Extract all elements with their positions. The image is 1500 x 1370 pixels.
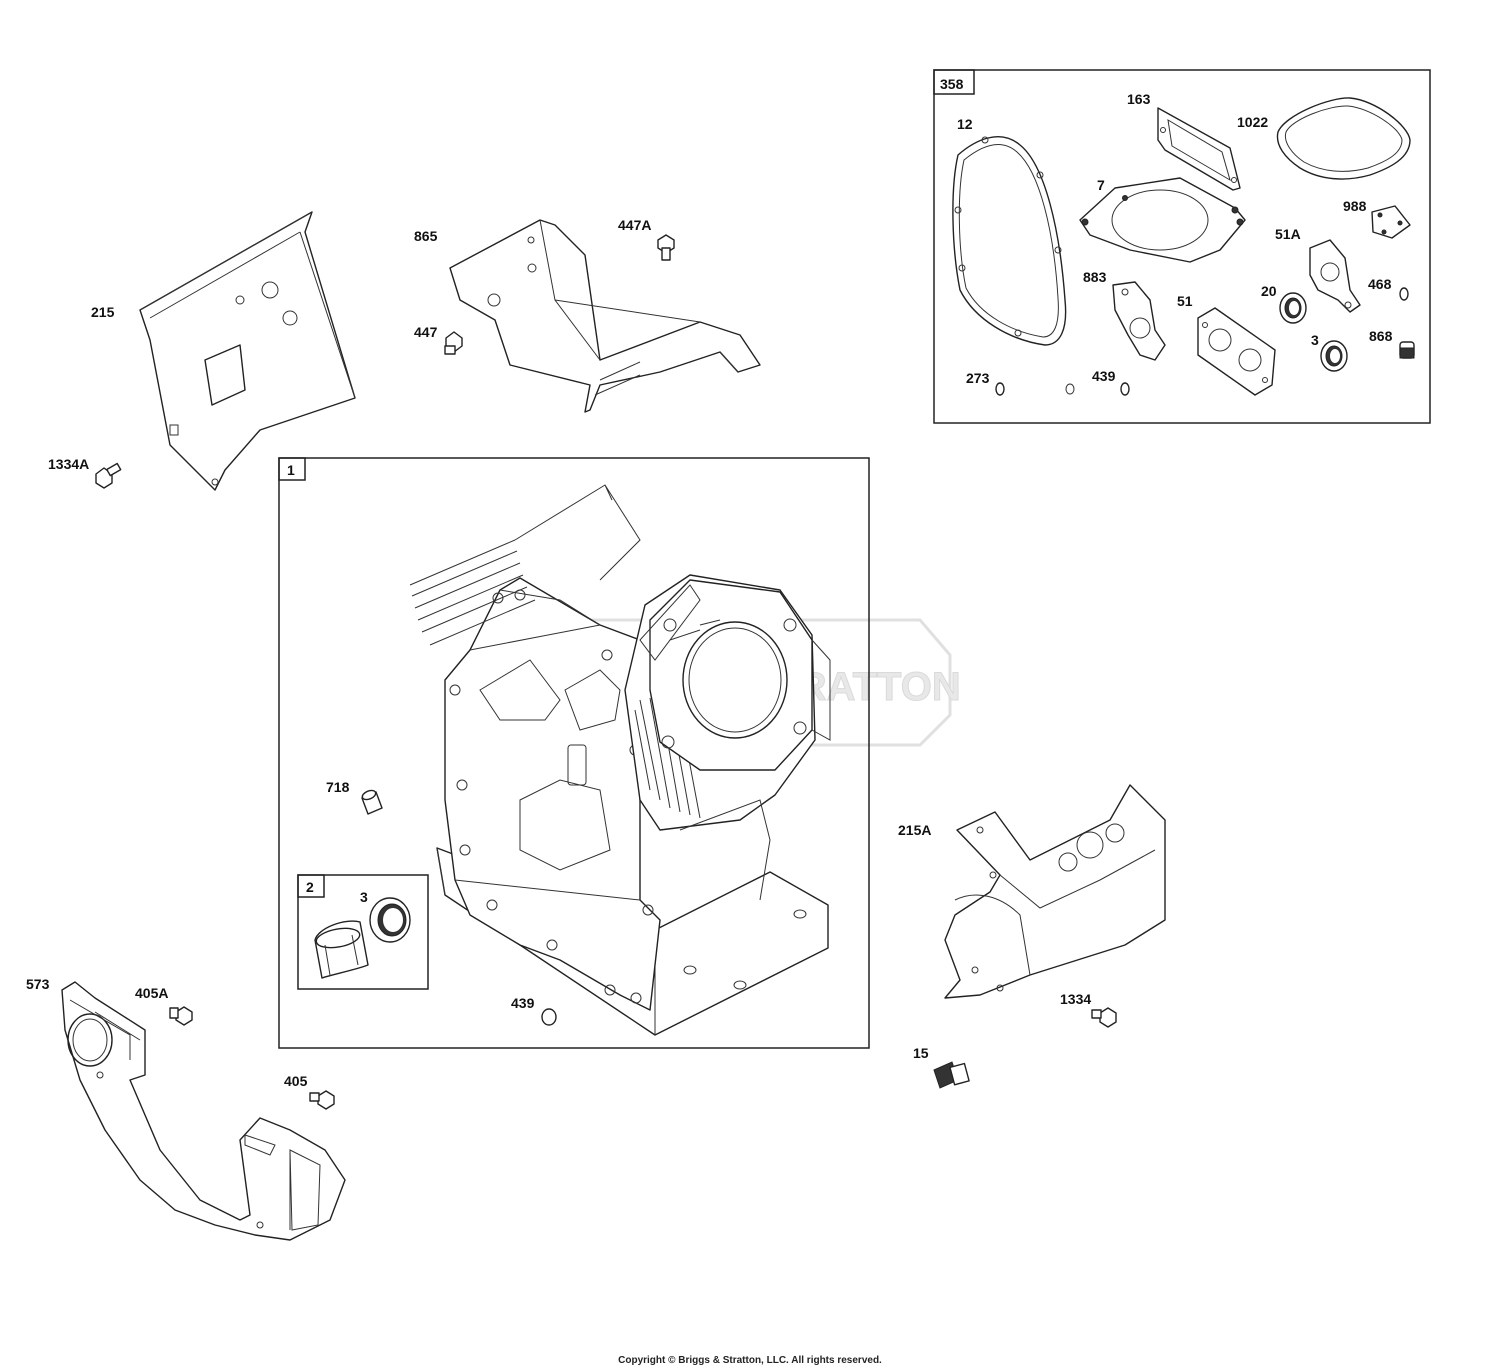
part-1-engine-block[interactable] (409, 484, 831, 1036)
callout-12: 12 (957, 116, 973, 132)
callout-3-kit2: 3 (360, 889, 368, 905)
callout-865: 865 (414, 228, 438, 244)
part-1022-valve-cover-gasket[interactable] (1276, 97, 1411, 180)
part-447A-bolt[interactable] (657, 234, 675, 261)
part-7-head-gasket[interactable] (1079, 177, 1246, 263)
part-163-exhaust-gasket[interactable] (1157, 107, 1241, 191)
part-718-dowel-pin[interactable] (361, 789, 383, 815)
kit-2-frame: 2 (297, 874, 429, 990)
callout-1334A: 1334A (48, 456, 89, 472)
callout-405A: 405A (135, 985, 168, 1001)
kit-1-frame: 1 (278, 457, 870, 1049)
part-3-seal-kit358[interactable] (1320, 340, 1348, 372)
callout-215: 215 (91, 304, 115, 320)
callout-439-kit358: 439 (1092, 368, 1116, 384)
callout-1022: 1022 (1237, 114, 1268, 130)
callout-447A: 447A (618, 217, 651, 233)
part-1334A-bolt[interactable] (95, 462, 122, 489)
callout-883: 883 (1083, 269, 1107, 285)
part-439-ring-kit1[interactable] (541, 1008, 557, 1026)
callout-7: 7 (1097, 177, 1105, 193)
part-405A-bolt[interactable] (169, 1006, 193, 1026)
callout-51: 51 (1177, 293, 1193, 309)
callout-51A: 51A (1275, 226, 1301, 242)
callout-20: 20 (1261, 283, 1277, 299)
part-51-gasket[interactable] (1197, 307, 1276, 396)
kit-2-label: 2 (306, 879, 314, 895)
part-15-plug[interactable] (933, 1061, 970, 1089)
part-1334-bolt[interactable] (1091, 1007, 1117, 1028)
callout-273: 273 (966, 370, 990, 386)
part-468-ring[interactable] (1399, 287, 1409, 301)
callout-3-kit358: 3 (1311, 332, 1319, 348)
part-12-crankcase-gasket[interactable] (952, 136, 1067, 346)
part-405-bolt[interactable] (309, 1090, 335, 1110)
callout-215A: 215A (898, 822, 931, 838)
part-51A-intake-gasket[interactable] (1309, 239, 1361, 313)
part-215A-shroud[interactable] (944, 784, 1166, 999)
part-3-seal-kit2[interactable] (369, 897, 411, 943)
part-865-bracket[interactable] (449, 219, 761, 413)
callout-868: 868 (1369, 328, 1393, 344)
part-883-gasket[interactable] (1112, 281, 1166, 361)
kit-358-frame: 358 (933, 69, 1431, 424)
copyright-notice: Copyright © Briggs & Stratton, LLC. All … (618, 1355, 882, 1366)
callout-1334: 1334 (1060, 991, 1091, 1007)
callout-405: 405 (284, 1073, 308, 1089)
kit-358-label: 358 (940, 76, 964, 92)
part-573-backplate[interactable] (61, 981, 346, 1241)
part-447-bolt[interactable] (444, 331, 463, 355)
callout-15: 15 (913, 1045, 929, 1061)
part-988-plate[interactable] (1371, 205, 1411, 239)
kit-1-label: 1 (287, 462, 295, 478)
callout-718: 718 (326, 779, 350, 795)
callout-988: 988 (1343, 198, 1367, 214)
callout-163: 163 (1127, 91, 1151, 107)
part-215-shroud[interactable] (139, 211, 356, 491)
part-868-valve-seal[interactable] (1399, 341, 1415, 359)
callout-447: 447 (414, 324, 438, 340)
callout-468: 468 (1368, 276, 1392, 292)
part-273-ring[interactable] (995, 382, 1005, 396)
callout-439-kit1: 439 (511, 995, 535, 1011)
part-2-bearing-sleeve[interactable] (314, 920, 369, 979)
part-washer-kit358[interactable] (1065, 383, 1075, 395)
part-20-oil-seal[interactable] (1279, 292, 1307, 324)
part-439-ring-kit358[interactable] (1120, 382, 1130, 396)
callout-573: 573 (26, 976, 50, 992)
